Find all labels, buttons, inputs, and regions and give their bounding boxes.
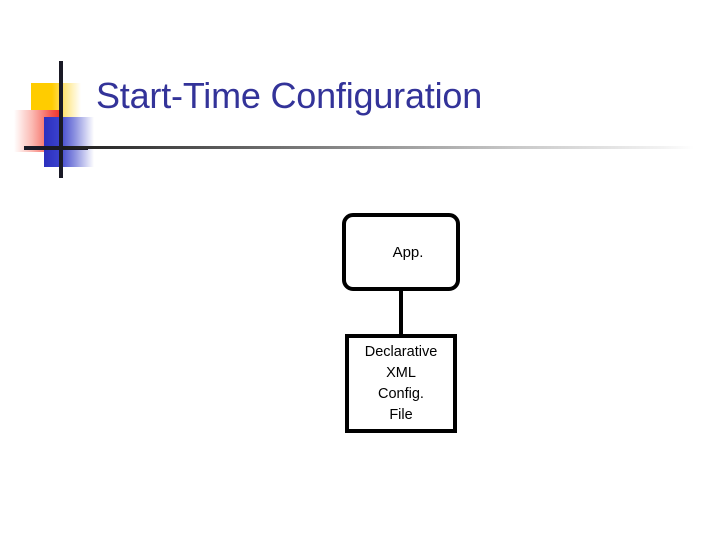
slide-logo-decoration <box>0 40 110 180</box>
vertical-rule <box>59 61 63 178</box>
diagram-node-config-file-label: Declarative XML Config. File <box>364 343 438 423</box>
diagram-edge-app-to-config <box>399 289 403 336</box>
diagram-node-app-label: App. <box>392 243 424 261</box>
blue-square <box>44 117 94 167</box>
diagram-node-app: App. <box>342 213 460 291</box>
flowchart-diagram: App. Declarative XML Config. File <box>340 210 464 436</box>
slide-title: Start-Time Configuration <box>96 75 483 116</box>
title-underline <box>62 146 694 149</box>
horizontal-rule <box>24 146 88 150</box>
diagram-node-config-file: Declarative XML Config. File <box>345 334 457 433</box>
